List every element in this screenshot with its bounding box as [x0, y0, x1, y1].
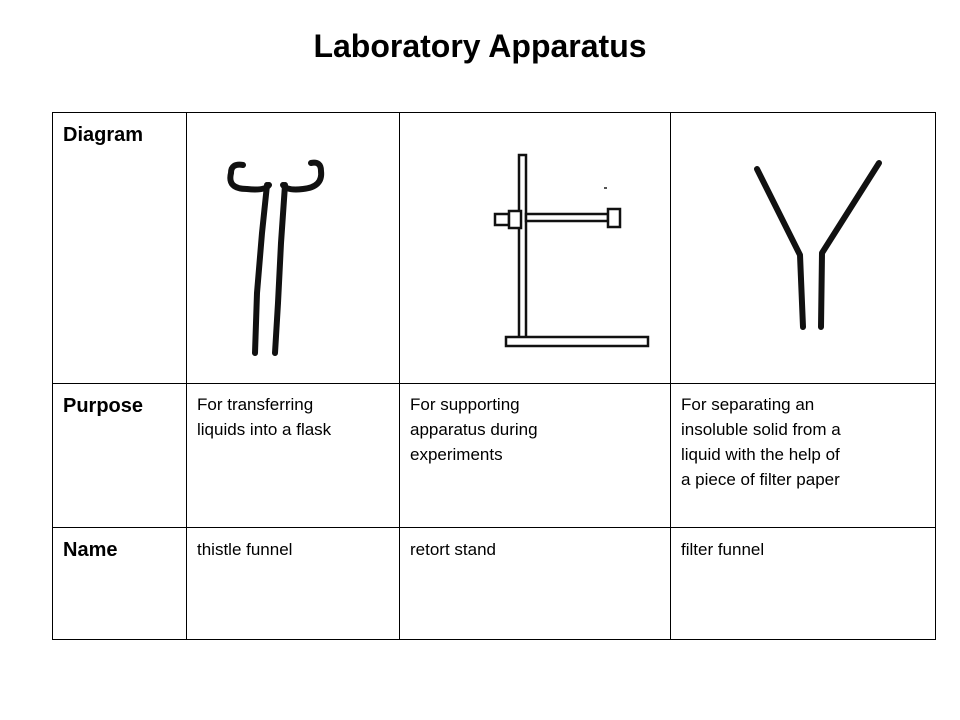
row-label-name: Name — [52, 527, 187, 640]
purpose-line: experiments — [410, 445, 503, 464]
row-label-diagram: Diagram — [52, 112, 187, 384]
purpose-cell-thistle-funnel: For transferring liquids into a flask — [186, 383, 400, 528]
diagram-cell-thistle-funnel — [186, 112, 400, 384]
purpose-line: liquids into a flask — [197, 420, 332, 439]
purpose-line: For supporting — [410, 395, 520, 414]
purpose-cell-retort-stand: For supporting apparatus during experime… — [399, 383, 671, 528]
name-cell-thistle-funnel: thistle funnel — [186, 527, 400, 640]
diagram-row: Diagram — [52, 112, 936, 384]
purpose-line: For transferring — [197, 395, 314, 414]
name-cell-retort-stand: retort stand — [399, 527, 671, 640]
diagram-cell-retort-stand — [399, 112, 671, 384]
name-row: Name thistle funnel retort stand filter … — [52, 527, 936, 640]
row-label-purpose: Purpose — [52, 383, 187, 528]
purpose-cell-filter-funnel: For separating an insoluble solid from a… — [670, 383, 936, 528]
apparatus-table: Diagram — [52, 112, 936, 640]
purpose-line: liquid with the help of — [681, 445, 840, 464]
page-title: Laboratory Apparatus — [313, 28, 647, 64]
thistle-funnel-icon — [227, 159, 325, 356]
purpose-line: For separating an — [681, 395, 815, 414]
purpose-line: insoluble solid from a — [681, 420, 841, 439]
name-cell-filter-funnel: filter funnel — [670, 527, 936, 640]
purpose-line: apparatus during — [410, 420, 538, 439]
purpose-line: a piece of filter paper — [681, 470, 840, 489]
filter-funnel-icon — [754, 160, 882, 330]
diagram-cell-filter-funnel — [670, 112, 936, 384]
retort-stand-icon — [493, 153, 650, 348]
purpose-row: Purpose For transferring liquids into a … — [52, 383, 936, 528]
